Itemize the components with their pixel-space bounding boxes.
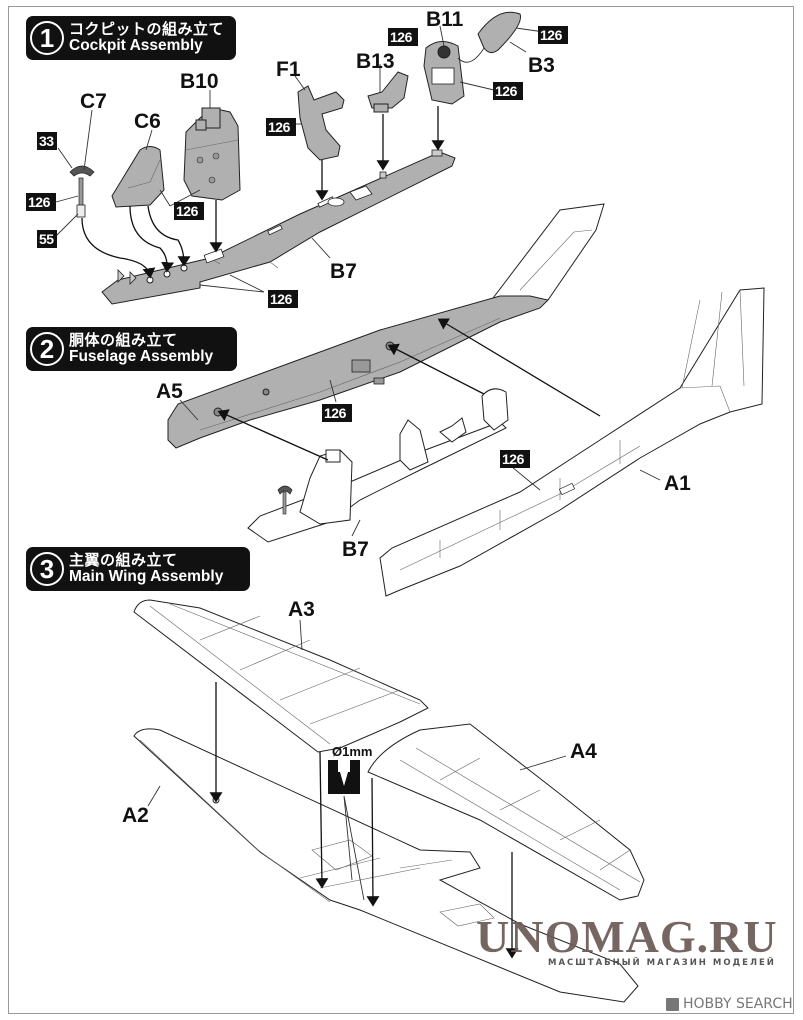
step-1-header: 1 コクピットの組み立て Cockpit Assembly xyxy=(26,16,236,60)
svg-text:55: 55 xyxy=(39,231,54,247)
fuselage-half-a5 xyxy=(167,203,605,449)
upper-wing-a3 xyxy=(133,599,429,753)
svg-text:126: 126 xyxy=(28,194,51,210)
label-b13: B13 xyxy=(356,50,395,73)
part-b11 xyxy=(423,41,465,105)
svg-text:126: 126 xyxy=(540,27,563,43)
label-b7: B7 xyxy=(330,260,357,283)
step-2-title-jp: 胴体の組み立て xyxy=(69,330,178,349)
step-3-number: 3 xyxy=(30,552,64,586)
cockpit-assembly-b7 xyxy=(247,388,509,543)
watermark-site: UNOMAG.RU xyxy=(476,911,778,962)
svg-text:126: 126 xyxy=(495,83,518,99)
label-a1: A1 xyxy=(664,472,691,495)
label-a5: A5 xyxy=(156,380,183,403)
svg-text:126: 126 xyxy=(176,203,199,219)
watermark-tagline: МАСШТАБНЫЙ МАГАЗИН МОДЕЛЕЙ xyxy=(548,958,776,968)
label-b7-step2: B7 xyxy=(342,538,369,561)
color-code-c7-boot: 55 xyxy=(37,230,57,248)
step-3-header: 3 主翼の組み立て Main Wing Assembly xyxy=(26,547,250,591)
color-code-b7: 126 xyxy=(268,290,298,308)
label-a3: A3 xyxy=(288,598,315,621)
bulkhead-b10 xyxy=(183,107,241,201)
seat-c6 xyxy=(111,146,165,208)
svg-text:126: 126 xyxy=(390,29,413,45)
watermark-source-text: HOBBY SEARCH xyxy=(683,996,793,1012)
label-b3: B3 xyxy=(528,54,555,77)
color-code-b13: 126 xyxy=(388,28,418,46)
color-code-f1: 126 xyxy=(266,118,296,136)
svg-text:126: 126 xyxy=(502,451,525,467)
label-b10: B10 xyxy=(180,70,219,93)
label-b11: B11 xyxy=(426,8,464,31)
color-code-c7-stick: 126 xyxy=(26,193,56,211)
watermark-source: HOBBY SEARCH xyxy=(666,996,793,1012)
step-2-title-en: Fuselage Assembly xyxy=(69,347,214,365)
color-code-a1: 126 xyxy=(500,450,530,468)
step-1-number: 1 xyxy=(30,21,64,55)
control-stick-c7 xyxy=(69,165,95,218)
color-code-b11: 126 xyxy=(493,82,523,100)
step-2-number: 2 xyxy=(30,332,64,366)
label-c6: C6 xyxy=(134,110,161,133)
color-code-c6-b10: 126 xyxy=(174,202,204,220)
step-2-header: 2 胴体の組み立て Fuselage Assembly xyxy=(26,327,237,371)
color-code-c7-grip: 33 xyxy=(37,132,57,150)
step-3-title-jp: 主翼の組み立て xyxy=(69,550,178,569)
label-f1: F1 xyxy=(276,58,301,81)
svg-text:126: 126 xyxy=(270,291,293,307)
step-3-title-en: Main Wing Assembly xyxy=(69,567,224,585)
part-b13 xyxy=(367,71,409,113)
part-b3 xyxy=(477,11,522,54)
drill-size-note: Ø1mm xyxy=(332,744,372,759)
label-c7: C7 xyxy=(80,90,107,113)
hobby-search-logo-icon xyxy=(666,997,679,1011)
label-a4: A4 xyxy=(570,740,597,763)
part-f1 xyxy=(297,85,345,161)
svg-text:126: 126 xyxy=(324,405,347,421)
svg-text:126: 126 xyxy=(268,119,291,135)
fuselage-half-a1 xyxy=(379,287,765,597)
svg-text:33: 33 xyxy=(39,133,54,149)
label-a2: A2 xyxy=(122,804,149,827)
drill-hole-icon xyxy=(328,760,360,794)
color-code-b3: 126 xyxy=(538,26,568,44)
step-1-title-en: Cockpit Assembly xyxy=(69,36,203,54)
color-code-a5: 126 xyxy=(322,404,352,422)
upper-wing-a4 xyxy=(367,723,645,901)
step-1-title-jp: コクピットの組み立て xyxy=(69,19,225,38)
